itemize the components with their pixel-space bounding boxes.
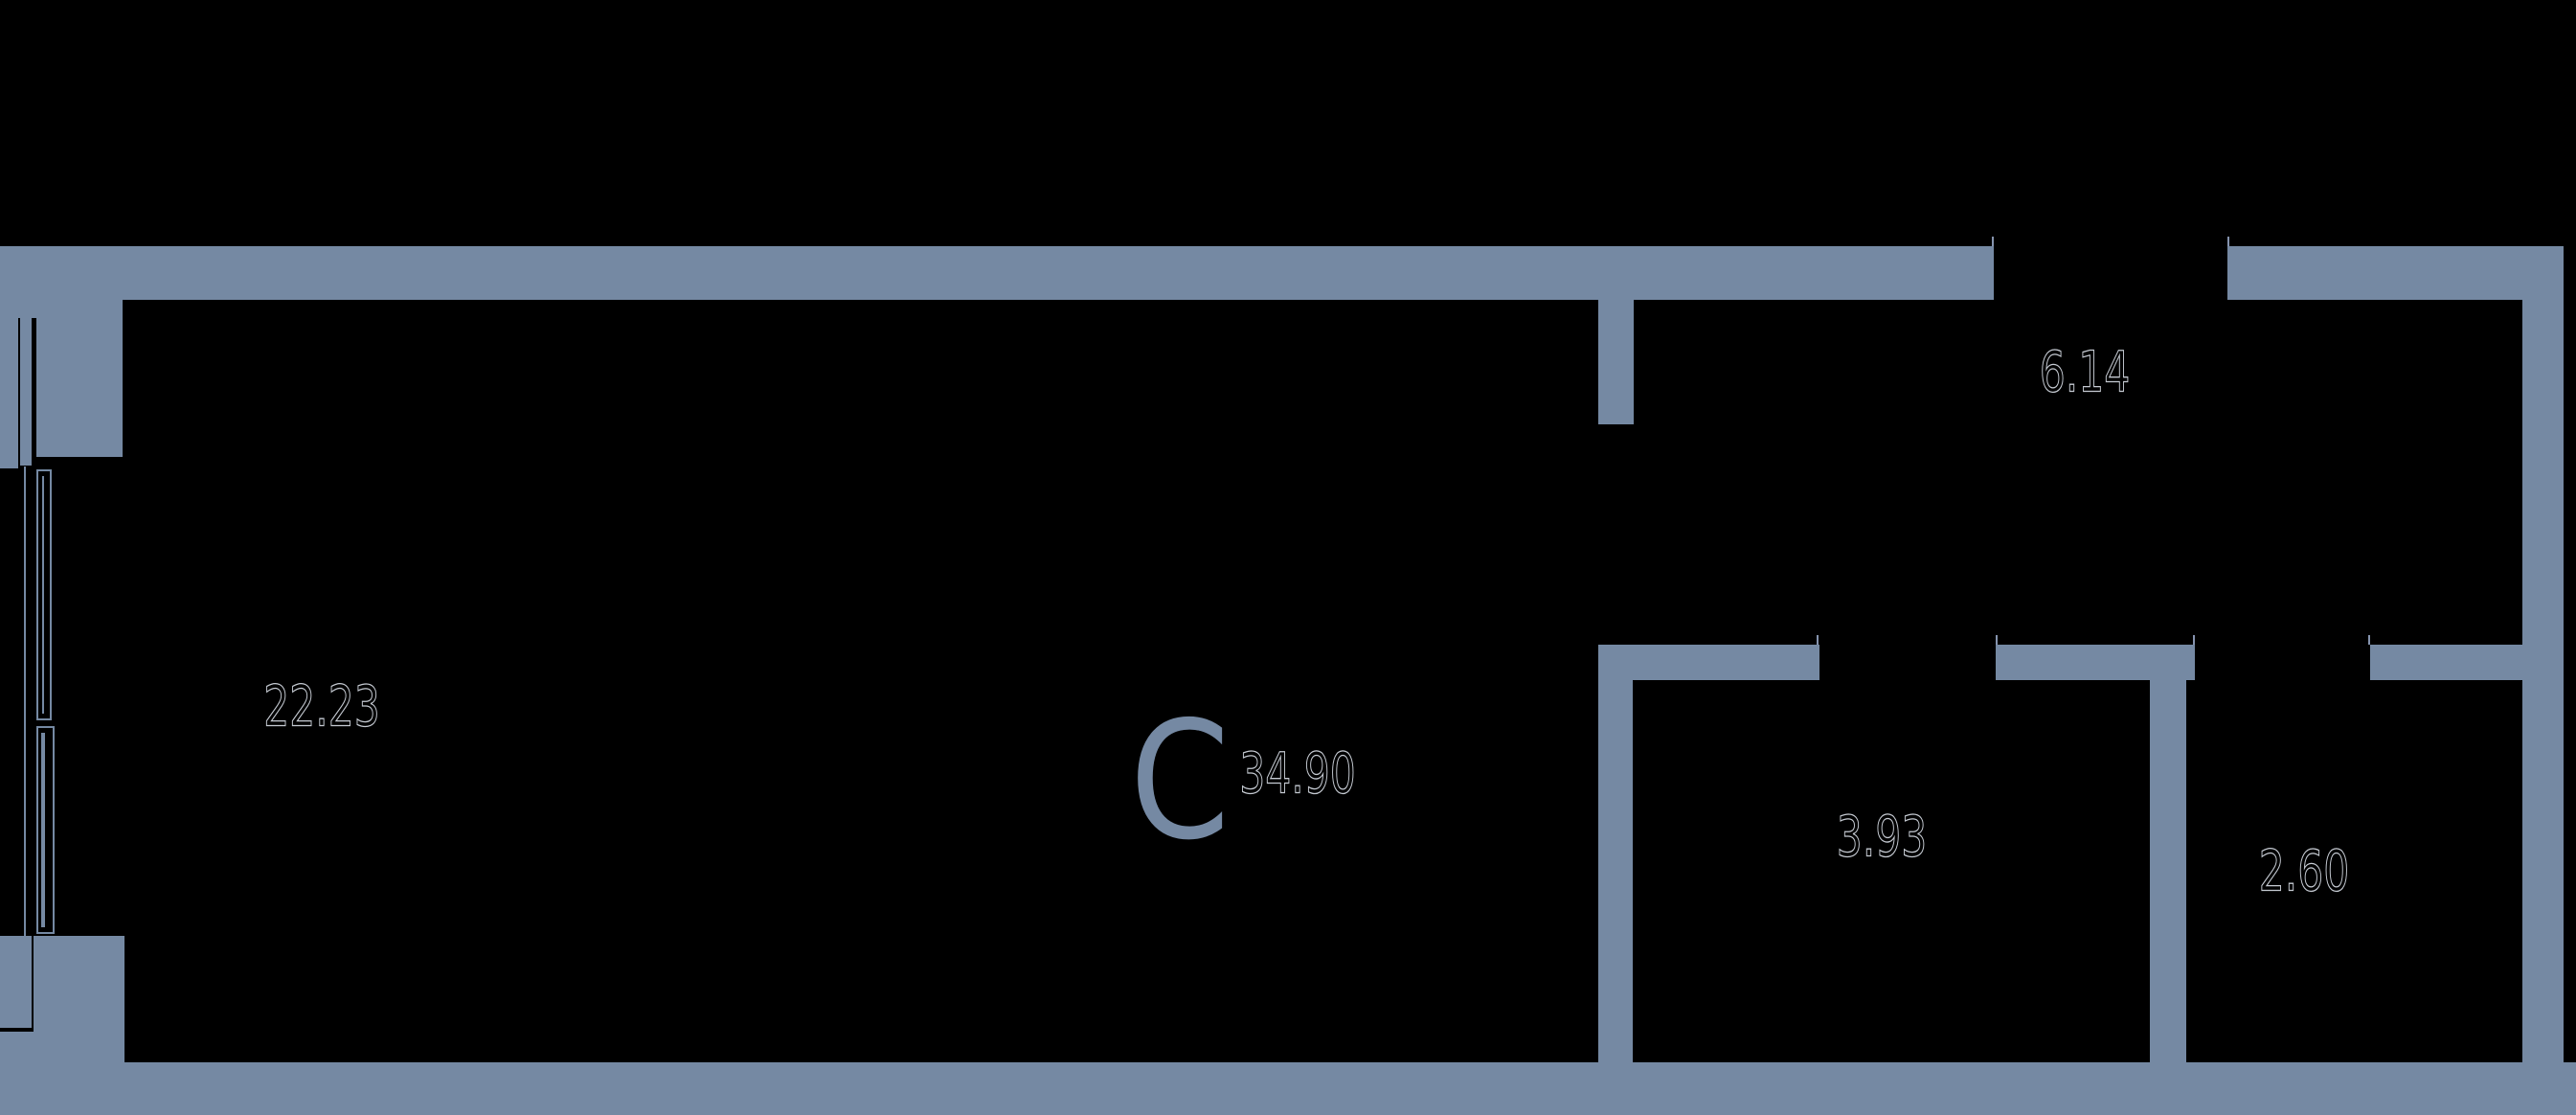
area-label-bottom-right-room: 2.60 [2258,837,2350,904]
door-jamb-tick [2227,237,2229,246]
wall-bottom-exterior [0,1062,2576,1115]
door-jamb-tick [1817,635,1819,645]
wall-right-exterior [2522,246,2564,1062]
wall-left-upper [0,246,123,457]
area-label-large-room: 22.23 [263,672,381,740]
window-lower-sash [36,726,55,934]
door-jamb-tick [2193,635,2195,645]
area-label-top-right-room: 6.14 [2039,338,2131,405]
door-jamb-tick [1992,237,1994,246]
wall-top-left-segment [0,246,1994,300]
wall-middle-segment-2 [1996,645,2195,680]
wall-below-window-inner [34,936,124,1062]
wall-window-head-lip [0,457,18,468]
window-upper-sash-bar [42,476,44,714]
wall-bottom-left-corner [0,1032,34,1062]
unit-type-letter: С [1129,687,1231,876]
door-jamb-tick [1996,635,1998,645]
wall-middle-segment-1 [1598,645,1819,680]
wall-reveal-line [32,318,36,457]
window-outer-line [24,466,26,936]
wall-partition-right-room [2150,680,2186,1062]
wall-below-window-outer [0,936,32,1028]
wall-partition-left-room [1598,680,1633,1062]
total-area-label: 34.90 [1239,740,1357,807]
door-jamb-tick [2368,635,2370,645]
window-lower-sash-bar [41,733,45,927]
wall-window-head-lip-inner [20,457,32,466]
wall-top-right-segment [2227,246,2564,300]
window-upper-sash [36,469,52,720]
wall-passage-stub [1598,300,1634,424]
wall-middle-segment-3 [2370,645,2522,680]
area-label-bottom-middle-room: 3.93 [1836,803,1928,870]
wall-reveal-line [18,318,20,457]
